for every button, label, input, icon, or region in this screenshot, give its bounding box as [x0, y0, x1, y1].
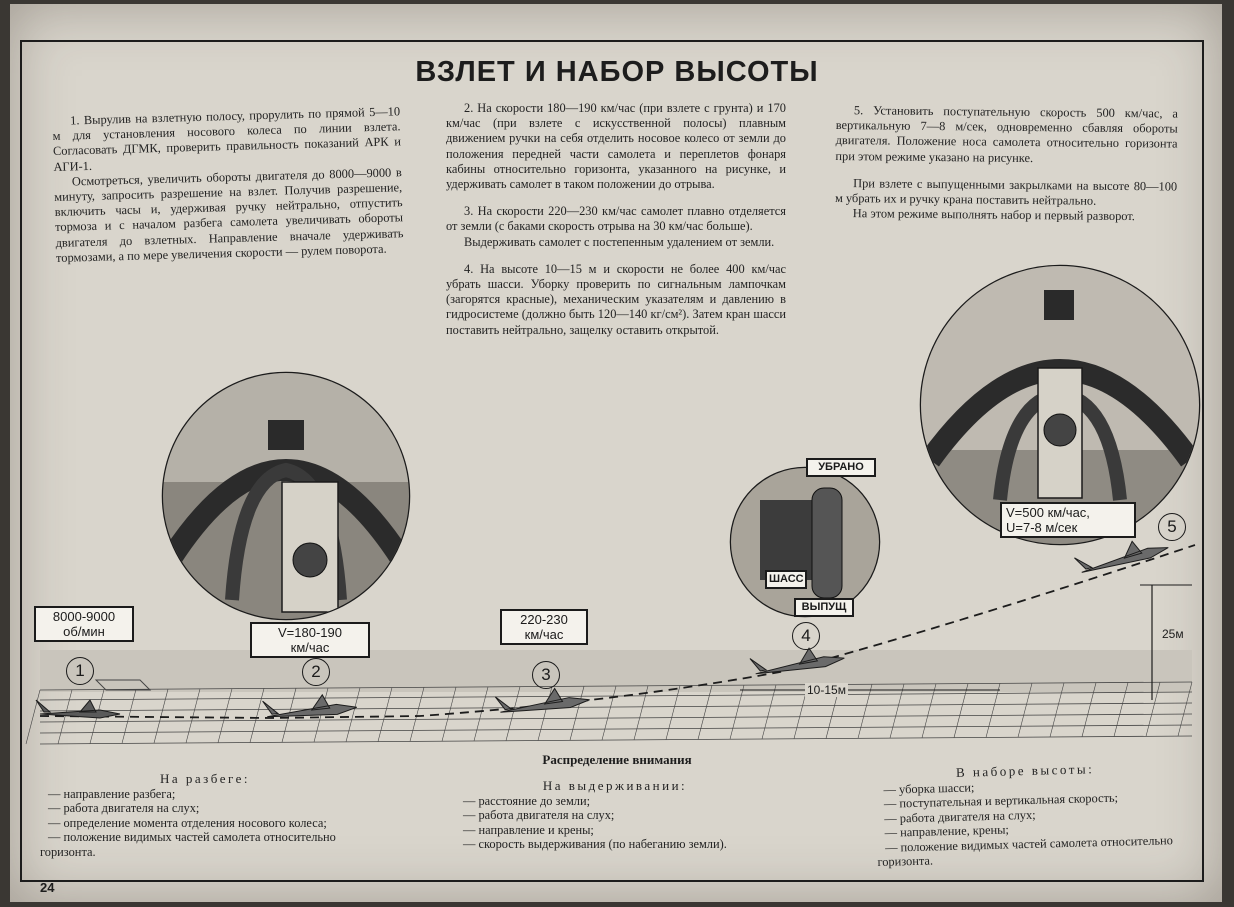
stage-marker-2: 2: [302, 658, 330, 686]
page-frame: [20, 40, 1204, 882]
flight-path: [39, 544, 1196, 719]
paragraph: 3. На скорости 220—230 км/час самолет пл…: [446, 204, 786, 234]
attention-item: — направление разбега;: [48, 786, 176, 801]
speed-value: V=180-190: [278, 625, 342, 640]
horizon-band: [40, 650, 1192, 692]
attention-hold: На выдерживании: — расстояние до земли; …: [455, 778, 775, 852]
rpm-unit: об/мин: [63, 624, 105, 639]
attention-item: — работа двигателя на слух;: [463, 808, 615, 822]
text-column-2: 2. На скорости 180—190 км/час (при взлет…: [446, 101, 786, 338]
attention-climb: В наборе высоты: — уборка шасси; — посту…: [875, 760, 1178, 869]
speed-value: V=500 км/час,: [1006, 505, 1090, 520]
liftoff-nose-speed-label: V=180-190 км/час: [250, 622, 370, 658]
page-title: ВЗЛЕТ И НАБОР ВЫСОТЫ: [415, 56, 819, 88]
page-number: 24: [40, 880, 55, 895]
paragraph: Выдерживать самолет с постепенным удален…: [464, 234, 775, 249]
attention-run: На разбеге: — направление разбега; — раб…: [40, 771, 370, 859]
attention-title: Распределение внимания: [542, 752, 692, 767]
stage-marker-3: 3: [532, 661, 560, 689]
stage-marker-1: 1: [66, 657, 94, 685]
stage-marker-5: 5: [1158, 513, 1186, 541]
attention-heading: На разбеге:: [159, 771, 251, 786]
attention-item: — расстояние до земли;: [463, 793, 591, 808]
runway-grid: [39, 681, 1193, 745]
aircraft-stage-1: [35, 699, 121, 719]
attention-item: — скорость выдерживания (по набеганию зе…: [463, 837, 727, 851]
speed-unit: км/час: [524, 627, 564, 642]
speed-value: 220-230: [520, 612, 568, 627]
aircraft-stage-2: [262, 693, 357, 718]
gear-down-label: ВЫПУЩ: [794, 598, 854, 617]
rpm-label: 8000-9000 об/мин: [34, 606, 134, 642]
speed-unit: км/час: [290, 640, 330, 655]
height-10m-label: 10-15м: [805, 683, 848, 697]
liftoff-speed-label: 220-230 км/час: [500, 609, 588, 645]
gear-word-label: ШАСС: [765, 570, 807, 589]
aircraft-stage-4: [749, 647, 845, 675]
runway-start-marker: [94, 679, 152, 691]
attention-item: — направление и крены;: [463, 822, 594, 837]
climb-speed-label: V=500 км/час, U=7-8 м/сек: [1000, 502, 1136, 538]
gear-up-label: УБРАНО: [806, 458, 876, 477]
cockpit-view-2: [161, 371, 411, 621]
height-25m-label: 25м: [1162, 627, 1184, 641]
gear-indicator-view-4: [729, 466, 881, 618]
attention-item: — работа двигателя на слух;: [48, 801, 200, 815]
rpm-value: 8000-9000: [52, 609, 116, 624]
stage-marker-4: 4: [792, 622, 820, 650]
paragraph: 4. На высоте 10—15 м и скорости не более…: [446, 261, 786, 337]
attention-item: — определение момента отделения носового…: [48, 815, 327, 830]
paragraph: 2. На скорости 180—190 км/час (при взлет…: [446, 101, 786, 192]
aircraft-stage-3: [494, 687, 590, 713]
runway-grid-verticals: [25, 682, 1193, 745]
vertical-speed-value: U=7-8 м/сек: [1006, 520, 1078, 535]
aircraft-stage-5: [1074, 540, 1169, 573]
attention-heading: На выдерживании:: [542, 778, 688, 793]
attention-item: — положение видимых частей самолета отно…: [40, 830, 336, 859]
